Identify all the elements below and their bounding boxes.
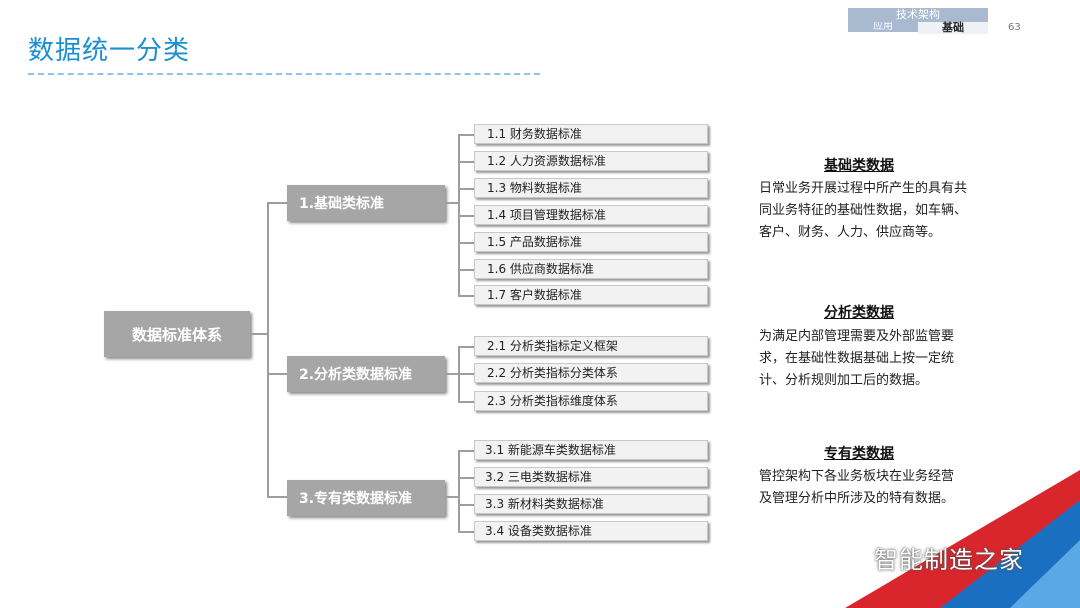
leaf-stub bbox=[458, 373, 474, 375]
desc-line: 及管理分析中所涉及的特有数据。 bbox=[759, 491, 955, 506]
title-underline bbox=[28, 73, 540, 75]
page-number: 63 bbox=[1008, 22, 1021, 33]
leaf-item-new-material: 3.3 新材料类数据标准 bbox=[474, 494, 708, 514]
leaf-item-nev: 3.1 新能源车类数据标准 bbox=[474, 440, 708, 460]
leaf-stub bbox=[458, 269, 474, 271]
leaf-item-metric-dimension: 2.3 分析类指标维度体系 bbox=[474, 391, 708, 411]
category-node-analytic: 2.分析类数据标准 bbox=[287, 356, 445, 392]
connector-cat1-out bbox=[445, 202, 459, 204]
category-label: 3.专有类数据标准 bbox=[299, 491, 413, 507]
connector-cat3-v bbox=[458, 450, 460, 532]
desc-title-basic: 基础类数据 bbox=[824, 158, 894, 174]
leaf-item-project: 1.4 项目管理数据标准 bbox=[474, 205, 708, 225]
nav-section-tab[interactable]: 技术架构 bbox=[848, 8, 988, 22]
desc-text-analytic: 为满足内部管理需要及外部监管要 求，在基础性数据基础上按一定统 计、分析规则加工… bbox=[759, 326, 999, 392]
desc-title-specific: 专有类数据 bbox=[824, 446, 894, 462]
connector-cat2-out bbox=[445, 373, 459, 375]
leaf-stub bbox=[458, 134, 474, 136]
leaf-item-supplier: 1.6 供应商数据标准 bbox=[474, 259, 708, 279]
connector-cat2-h bbox=[267, 373, 287, 375]
leaf-item-product: 1.5 产品数据标准 bbox=[474, 232, 708, 252]
category-label: 1.基础类标准 bbox=[299, 196, 385, 212]
leaf-item-finance: 1.1 财务数据标准 bbox=[474, 124, 708, 144]
connector-root-h bbox=[250, 333, 268, 335]
desc-line: 日常业务开展过程中所产生的具有共 bbox=[759, 181, 968, 196]
desc-line: 客户、财务、人力、供应商等。 bbox=[759, 225, 942, 240]
desc-line: 计、分析规则加工后的数据。 bbox=[759, 373, 929, 388]
desc-text-basic: 日常业务开展过程中所产生的具有共 同业务特征的基础性数据，如车辆、 客户、财务、… bbox=[759, 178, 999, 244]
leaf-stub bbox=[458, 161, 474, 163]
leaf-stub bbox=[458, 401, 474, 403]
desc-line: 为满足内部管理需要及外部监管要 bbox=[759, 329, 955, 344]
connector-root-v bbox=[267, 202, 269, 497]
leaf-stub bbox=[458, 295, 474, 297]
root-node-label: 数据标准体系 bbox=[131, 325, 222, 344]
leaf-stub bbox=[458, 450, 474, 452]
corner-light-shape bbox=[1010, 540, 1080, 608]
leaf-stub bbox=[458, 242, 474, 244]
desc-line: 求，在基础性数据基础上按一定统 bbox=[759, 351, 955, 366]
leaf-item-three-electric: 3.2 三电类数据标准 bbox=[474, 467, 708, 487]
category-node-basic: 1.基础类标准 bbox=[287, 185, 445, 221]
leaf-item-metric-definition: 2.1 分析类指标定义框架 bbox=[474, 336, 708, 356]
connector-cat3-out bbox=[445, 496, 459, 498]
leaf-stub bbox=[458, 531, 474, 533]
leaf-stub bbox=[458, 504, 474, 506]
leaf-stub bbox=[458, 346, 474, 348]
leaf-item-material: 1.3 物料数据标准 bbox=[474, 178, 708, 198]
root-node: 数据标准体系 bbox=[104, 311, 250, 357]
connector-cat1-h bbox=[267, 202, 287, 204]
watermark-text: 智能制造之家 bbox=[874, 546, 1024, 574]
nav-tab-foundation[interactable]: 基础 bbox=[918, 22, 988, 34]
leaf-item-hr: 1.2 人力资源数据标准 bbox=[474, 151, 708, 171]
desc-line: 管控架构下各业务板块在业务经营 bbox=[759, 469, 955, 484]
leaf-item-equipment: 3.4 设备类数据标准 bbox=[474, 521, 708, 541]
category-label: 2.分析类数据标准 bbox=[299, 367, 413, 383]
desc-text-specific: 管控架构下各业务板块在业务经营 及管理分析中所涉及的特有数据。 bbox=[759, 466, 999, 510]
leaf-item-metric-classification: 2.2 分析类指标分类体系 bbox=[474, 363, 708, 383]
leaf-item-customer: 1.7 客户数据标准 bbox=[474, 285, 708, 305]
connector-cat3-h bbox=[267, 496, 287, 498]
page-title: 数据统一分类 bbox=[28, 36, 191, 66]
category-node-specific: 3.专有类数据标准 bbox=[287, 480, 445, 516]
leaf-stub bbox=[458, 215, 474, 217]
desc-line: 同业务特征的基础性数据，如车辆、 bbox=[759, 203, 968, 218]
desc-title-analytic: 分析类数据 bbox=[824, 305, 894, 321]
wechat-icon bbox=[837, 546, 869, 571]
nav-tab-application[interactable]: 应用 bbox=[848, 22, 918, 32]
leaf-stub bbox=[458, 477, 474, 479]
leaf-stub bbox=[458, 188, 474, 190]
